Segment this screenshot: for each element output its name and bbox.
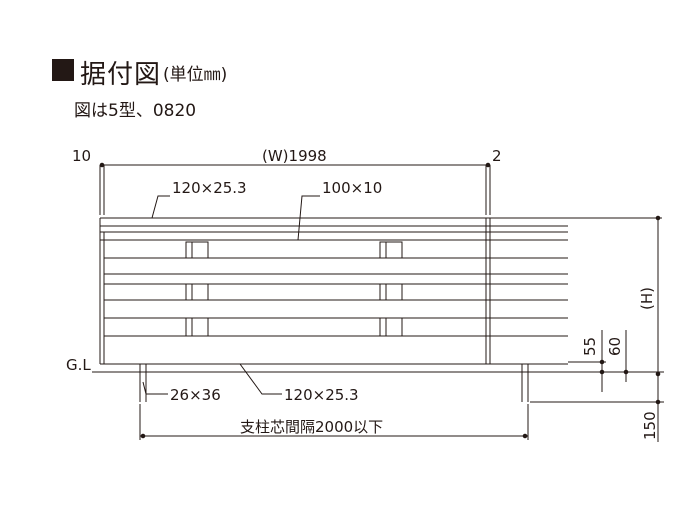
dim-55-label: 55 — [581, 337, 599, 356]
fence-panel — [99, 217, 568, 365]
model-note: 図は5型、0820 — [74, 101, 197, 121]
fence-slats — [104, 257, 568, 337]
ground-line-label: G.L — [66, 356, 91, 374]
width-dimension-line — [99, 162, 491, 215]
height-dimension-lines — [530, 215, 664, 442]
leader-lines — [92, 195, 320, 395]
spacer-blocks — [185, 241, 403, 337]
drawing-title: 据付図(単位㎜) — [52, 54, 227, 90]
height-label: (H) — [638, 287, 656, 310]
post-spacing-label: 支柱芯間隔2000以下 — [240, 418, 383, 436]
unit-note: (単位㎜) — [163, 65, 228, 85]
posts — [139, 364, 529, 402]
right-gap-label: 2 — [492, 147, 502, 165]
post-callout: 26×36 — [170, 386, 221, 404]
square-bullet-icon — [52, 58, 74, 81]
post-spacing-dimension-line — [139, 404, 529, 440]
dim-150-label: 150 — [641, 411, 659, 440]
width-label: (W)1998 — [262, 147, 327, 165]
bottom-rail-callout: 120×25.3 — [284, 386, 359, 404]
slat-callout: 100×10 — [322, 179, 382, 197]
dim-60-label: 60 — [606, 337, 624, 356]
left-gap-label: 10 — [72, 147, 91, 165]
title-text: 据付図 — [80, 60, 162, 90]
top-rail-callout: 120×25.3 — [172, 179, 247, 197]
